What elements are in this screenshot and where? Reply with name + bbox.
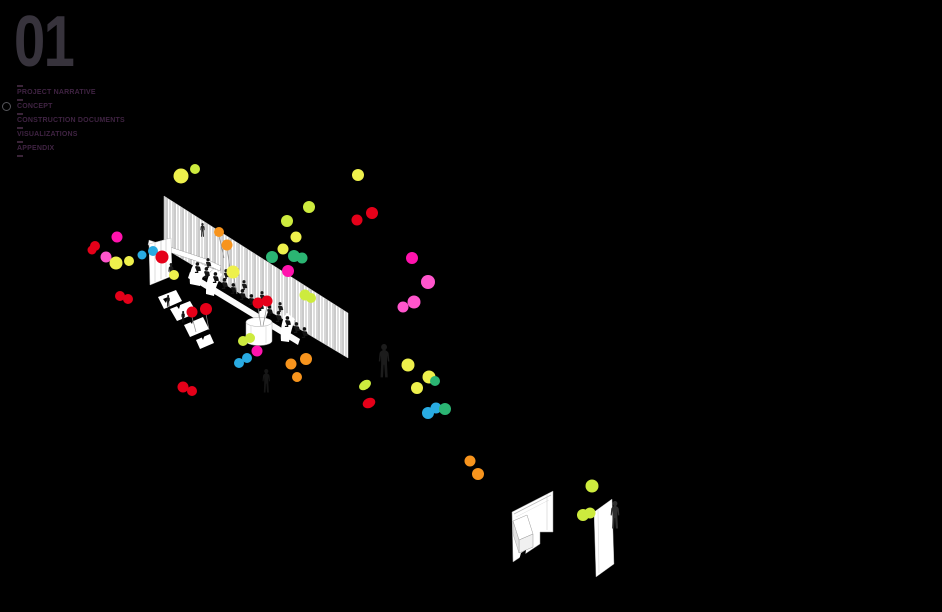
menu-item-label: PROJECT NARRATIVE (17, 89, 96, 96)
balloon-string (233, 277, 238, 295)
balloon-yellow_green (190, 164, 200, 174)
balloon-yellow (401, 358, 415, 372)
balloon-red (177, 381, 189, 393)
menu-item-dash (17, 99, 23, 101)
balloon-string (257, 307, 262, 327)
balloon-yellow_green (281, 215, 293, 227)
balloon-yellow (124, 256, 134, 266)
room-fragment (511, 490, 554, 563)
balloon-yellow_green (306, 293, 316, 303)
balloon-blue (430, 402, 442, 414)
balloon-yellow (411, 382, 423, 394)
balloon-strings (191, 235, 268, 333)
balloon-yellow (290, 231, 302, 243)
balloon-orange (214, 227, 224, 237)
balloon-blue (242, 353, 252, 363)
balloon-pink (407, 295, 421, 309)
balloon-string (218, 235, 225, 259)
balloon-magenta (406, 252, 418, 264)
balloon-magenta (251, 345, 263, 357)
balloon-pink (100, 251, 112, 263)
balloon-red (123, 294, 133, 304)
balloon-yellow (277, 243, 289, 255)
balloon-yellow_green (359, 379, 371, 391)
balloon-orange (221, 239, 233, 251)
balloon-green (439, 403, 451, 415)
balloon-red (115, 291, 125, 301)
menu-item-label: VISUALIZATIONS (17, 131, 78, 138)
balloon-magenta (111, 231, 123, 243)
menu-end-dash (17, 155, 23, 157)
balloon-string (191, 316, 197, 333)
balloon-yellow (109, 256, 123, 270)
menu-item-dash (17, 141, 23, 143)
menu-item-concept[interactable]: CONCEPT (2, 99, 125, 111)
balloon-yellow_green (303, 201, 315, 213)
balloon-pink (421, 275, 435, 289)
balloon-yellow (169, 270, 179, 280)
balloon-yellow_green (585, 479, 599, 493)
menu-item-label: CONSTRUCTION DOCUMENTS (17, 117, 125, 124)
balloon-green (296, 252, 308, 264)
balloon-orange (285, 358, 297, 370)
balloon-green (266, 251, 278, 263)
balloon-red (200, 303, 212, 315)
balloon-yellow (352, 169, 364, 181)
balloon-red (351, 214, 363, 226)
table-of-contents: PROJECT NARRATIVE CONCEPT CONSTRUCTION D… (2, 85, 125, 157)
menu-item-appendix[interactable]: APPENDIX (17, 141, 125, 153)
balloon-blue (234, 358, 244, 368)
menu-item-dash (17, 127, 23, 129)
menu-item-visualizations[interactable]: VISUALIZATIONS (17, 127, 125, 139)
balloon-red (87, 245, 97, 255)
balloon-magenta (282, 265, 294, 277)
menu-item-construction-documents[interactable]: CONSTRUCTION DOCUMENTS (17, 113, 125, 125)
balloon-orange (472, 468, 484, 480)
balloon-yellow_green (584, 507, 596, 519)
menu-item-dash (17, 113, 23, 115)
balloon-red (252, 297, 264, 309)
balloon-orange (300, 353, 312, 365)
balloon-red (261, 295, 273, 307)
balloon-string (262, 305, 268, 327)
menu-item-dash (17, 85, 23, 87)
balloon-blue (148, 246, 158, 256)
person-standing-silhouette (378, 344, 390, 378)
balloon-dots (87, 164, 599, 521)
balloon-yellow (226, 265, 240, 279)
balloon-red (186, 306, 198, 318)
balloon-yellow (173, 168, 189, 184)
page-number: 01 (14, 2, 75, 82)
balloon-string (226, 248, 231, 269)
menu-item-label: APPENDIX (17, 145, 55, 152)
active-item-indicator-ring (2, 102, 11, 111)
balloon-red (362, 397, 376, 409)
balloon-orange (464, 455, 476, 467)
balloon-blue (137, 250, 147, 260)
balloon-orange (292, 372, 302, 382)
menu-item-label: CONCEPT (17, 103, 53, 110)
person-standing-silhouette (262, 369, 271, 393)
sail-shapes (189, 262, 295, 342)
balloon-yellow_green (245, 333, 255, 343)
balloon-red (187, 386, 197, 396)
stair-fragments (158, 290, 214, 349)
menu-item-project-narrative[interactable]: PROJECT NARRATIVE (17, 85, 125, 97)
display-panel (593, 498, 615, 578)
balloon-green (430, 376, 440, 386)
balloon-pink (397, 301, 409, 313)
balloon-red (366, 207, 378, 219)
balloon-string (205, 313, 210, 331)
balloon-red (155, 250, 169, 264)
